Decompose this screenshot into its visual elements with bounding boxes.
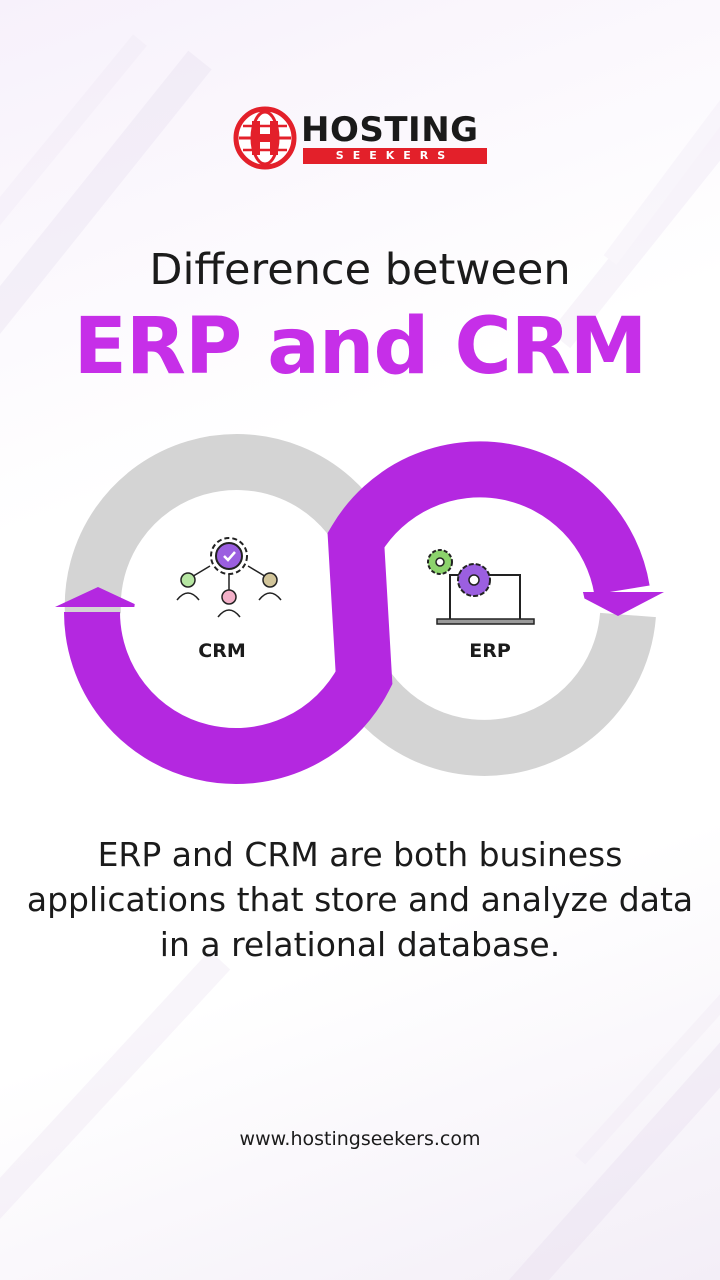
purple-loop — [64, 441, 650, 785]
erp-laptop-gears-icon — [427, 549, 535, 625]
left-ring-gray — [64, 434, 387, 617]
logo-subtext: SEEKERS — [303, 148, 487, 164]
brand-logo: HOSTING SEEKERS — [233, 106, 493, 170]
left-arrowhead — [55, 587, 141, 607]
crm-people-gear-icon — [176, 537, 282, 618]
right-arrowhead — [572, 592, 664, 616]
crm-node — [134, 527, 310, 703]
right-ring-gray — [332, 612, 656, 776]
logo-wordmark: HOSTING — [301, 110, 479, 150]
crm-label: CRM — [198, 640, 245, 662]
footer-url[interactable]: www.hostingseekers.com — [239, 1128, 481, 1150]
globe-icon — [233, 106, 297, 170]
page-subtitle: Difference between — [149, 245, 571, 295]
page-title: ERP and CRM — [73, 302, 648, 392]
erp-crm-diagram: CRM ERP — [55, 434, 664, 785]
erp-label: ERP — [469, 640, 511, 662]
description-text: ERP and CRM are both business applicatio… — [26, 835, 694, 964]
